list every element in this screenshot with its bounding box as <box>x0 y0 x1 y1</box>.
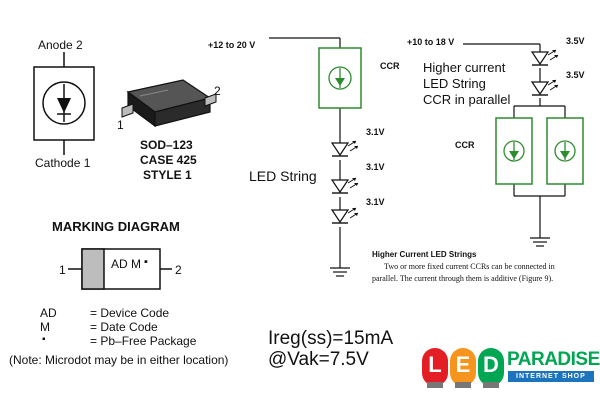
circuit2-led-voltage-1: 3.5V <box>566 36 585 46</box>
logo-word: PARADISE <box>507 349 600 370</box>
circuit1-led-voltage-2: 3.1V <box>366 162 385 172</box>
circuit2-title-line1: Higher current <box>423 60 506 75</box>
circuit1-ccr-label: CCR <box>380 61 400 71</box>
marking-pin-right: 2 <box>175 263 182 277</box>
led-paradise-logo <box>422 348 594 388</box>
led-icon <box>330 177 359 194</box>
microdot-note: (Note: Microdot may be in either locatio… <box>9 353 229 367</box>
diode-symbol <box>33 52 95 155</box>
caption-heading: Higher Current LED Strings <box>372 250 477 259</box>
legend-value-pbfree: = Pb–Free Package <box>90 334 197 348</box>
circuit2-supply: +10 to 18 V <box>407 37 455 47</box>
package-style: STYLE 1 <box>143 168 192 182</box>
circuit2-title-line3: CCR in parallel <box>423 92 511 107</box>
logo-tagline: INTERNET SHOP <box>516 373 586 380</box>
package-pin1-label: 1 <box>117 118 124 132</box>
led-icon <box>530 79 559 96</box>
circuit1-led-string <box>330 140 359 224</box>
logo-letter-e: E <box>455 352 471 377</box>
cathode-label: Cathode 1 <box>35 156 91 170</box>
circuit2-title-line2: LED String <box>423 76 486 91</box>
legend-key-device: AD <box>40 306 57 320</box>
sod123-package-icon <box>121 79 217 128</box>
circuit1-ccr <box>318 47 362 109</box>
circuit1-wires <box>269 37 350 277</box>
circuit2-ccr-left <box>495 117 533 185</box>
legend-value-date: = Date Code <box>90 320 158 334</box>
led-icon <box>330 207 359 224</box>
marking-code: AD M <box>111 257 141 271</box>
logo-letter-d: D <box>483 352 499 377</box>
circuit2-ccr-right <box>546 117 584 185</box>
legend-key-date: M <box>40 320 50 334</box>
spec-ireg: Ireg(ss)=15mA <box>268 328 394 349</box>
package-pin2-label: 2 <box>214 84 221 98</box>
legend-key-pbfree: ▪ <box>42 334 46 345</box>
marking-microdot: ▪ <box>144 256 148 268</box>
spec-vak: @Vak=7.5V <box>268 349 369 370</box>
logo-letter-l: L <box>428 352 442 377</box>
led-string-label: LED String <box>249 168 317 184</box>
marking-title: MARKING DIAGRAM <box>52 219 180 234</box>
caption-line1: Two or more fixed current CCRs can be co… <box>384 262 555 271</box>
led-icon <box>330 140 359 157</box>
circuit1-led-voltage-3: 3.1V <box>366 197 385 207</box>
led-icon <box>530 49 559 66</box>
legend-value-device: = Device Code <box>90 306 170 320</box>
circuit2-led-voltage-2: 3.5V <box>566 70 585 80</box>
package-case: CASE 425 <box>140 153 197 167</box>
marking-package <box>68 248 172 290</box>
circuit1-led-voltage-1: 3.1V <box>366 127 385 137</box>
marking-pin-left: 1 <box>59 263 66 277</box>
circuit2-wires <box>463 43 566 247</box>
anode-label: Anode 2 <box>38 38 83 52</box>
circuit1-supply: +12 to 20 V <box>208 40 256 50</box>
package-name: SOD–123 <box>140 138 193 152</box>
circuit2-led-string <box>530 49 559 96</box>
circuit2-ccr-label: CCR <box>455 140 475 150</box>
caption-line2: parallel. The current through them is ad… <box>372 274 554 283</box>
